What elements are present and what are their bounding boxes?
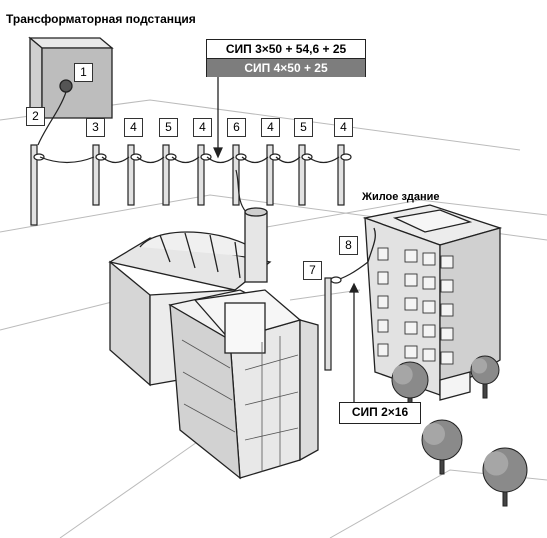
marker-5b: 5 <box>294 118 313 137</box>
cable-alt-label: СИП 4×50 + 25 <box>207 59 365 77</box>
marker-8: 8 <box>339 236 358 255</box>
pole <box>298 144 306 206</box>
tree-highlight <box>392 364 413 385</box>
tree-highlight <box>484 451 509 476</box>
window <box>440 351 454 365</box>
marker-6: 6 <box>227 118 246 137</box>
window <box>440 327 454 341</box>
trees <box>391 355 528 507</box>
pole <box>337 144 345 206</box>
cable-main-label: СИП 3×50 + 54,6 + 25 <box>207 40 365 59</box>
window <box>377 343 389 357</box>
overhead-line <box>30 77 352 226</box>
marker-4d: 4 <box>334 118 353 137</box>
marker-4b: 4 <box>193 118 212 137</box>
pole-clamp <box>33 153 45 161</box>
marker-4c: 4 <box>261 118 280 137</box>
cable-span <box>136 156 165 164</box>
window <box>440 279 454 293</box>
pole <box>232 144 240 206</box>
pole-clamp <box>340 153 352 161</box>
cable-span <box>101 156 130 164</box>
cable-span <box>275 156 301 164</box>
window <box>422 252 436 266</box>
window <box>377 295 389 309</box>
window <box>404 297 418 311</box>
cable-span <box>171 156 200 164</box>
marker-2: 2 <box>26 107 45 126</box>
marker-4a: 4 <box>124 118 143 137</box>
window <box>440 255 454 269</box>
pole <box>92 144 100 206</box>
cable-span <box>241 156 269 164</box>
window <box>422 276 436 290</box>
window <box>377 247 389 261</box>
tree-highlight <box>423 423 445 445</box>
pole <box>162 144 170 206</box>
pole <box>127 144 135 206</box>
cable-drop-label: СИП 2×16 <box>339 402 421 424</box>
window <box>422 300 436 314</box>
window <box>404 249 418 263</box>
marker-3: 3 <box>86 118 105 137</box>
residential-building <box>362 204 503 401</box>
window <box>422 324 436 338</box>
cable-drop <box>235 169 247 213</box>
legend-arrow <box>213 147 223 159</box>
window <box>404 273 418 287</box>
service-pole <box>324 261 369 402</box>
tree-highlight <box>471 358 488 374</box>
pole <box>197 144 205 206</box>
pole <box>30 144 38 226</box>
pole <box>266 144 274 206</box>
marker-1: 1 <box>74 63 93 82</box>
cable-legend: СИП 3×50 + 54,6 + 25 СИП 4×50 + 25 <box>206 39 366 77</box>
window <box>422 348 436 362</box>
transformer-substation <box>28 36 114 146</box>
industrial-building <box>108 207 319 480</box>
window <box>377 319 389 333</box>
substation-title: Трансформаторная подстанция <box>6 12 196 26</box>
marker-5a: 5 <box>159 118 178 137</box>
cable-span <box>206 156 235 164</box>
window <box>404 321 418 335</box>
cable-span <box>39 156 95 164</box>
window <box>404 345 418 359</box>
cable-span <box>307 156 340 164</box>
residential-title: Жилое здание <box>362 191 440 203</box>
window <box>440 303 454 317</box>
marker-7: 7 <box>303 261 322 280</box>
window <box>377 271 389 285</box>
